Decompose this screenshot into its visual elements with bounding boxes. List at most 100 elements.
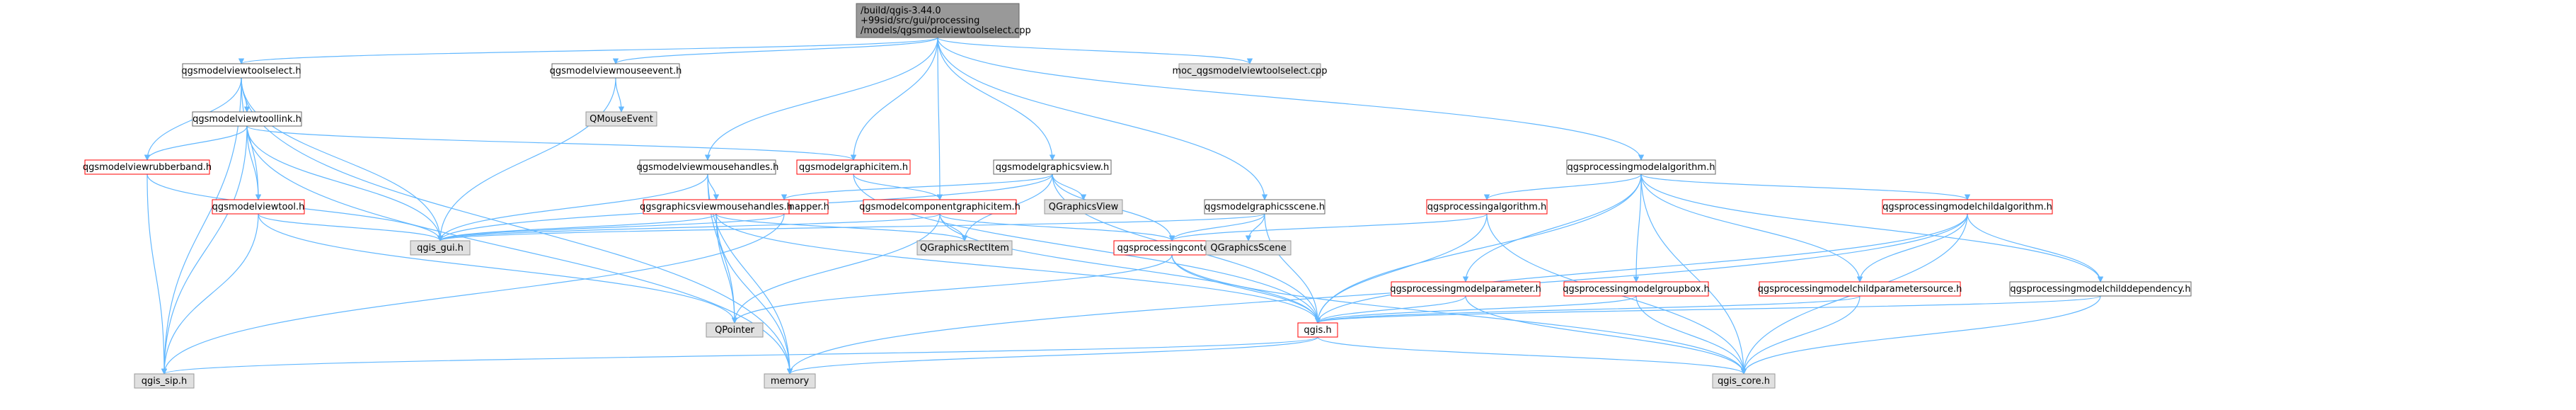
node-label: /models/qgsmodelviewtoolselect.cpp (861, 25, 1031, 36)
node-label: qgsprocessingmodelchilddependency.h (2010, 284, 2190, 295)
edge-mousehandles_h-to-qgis_gui_h (437, 173, 708, 241)
node-label: qgsmodelviewtoolselect.h (181, 66, 301, 76)
node-box (1391, 281, 1541, 297)
node-qgis_gui_h: qgis_gui.h (410, 240, 471, 256)
node-label: QPointer (715, 325, 755, 336)
edge-childalgorithm_h-to-paramsource_h (1856, 213, 1968, 283)
node-box (993, 159, 1112, 175)
node-modelparam_h[interactable]: qgsprocessingmodelparameter.h (1390, 281, 1541, 297)
node-label: qgsmodelgraphicsscene.h (1204, 202, 1325, 212)
node-label: memory (771, 376, 810, 387)
node-qgis_h[interactable]: qgis.h (1297, 322, 1338, 338)
edge-componentitem_h-to-qgis_gui_h (437, 213, 941, 241)
node-box (2009, 281, 2192, 297)
node-graphicitem_h[interactable]: qgsmodelgraphicitem.h (796, 159, 911, 175)
edge-componentitem_h-to-qgis_h (939, 213, 1321, 324)
node-box (706, 322, 764, 338)
edge-graphicsview_h-to-qgraphicsview (1052, 173, 1087, 200)
node-box (796, 159, 911, 175)
edge-componentitem_h-to-context_h (939, 213, 1175, 241)
edge-toolselect_h-to-qgis_sip_h (161, 77, 242, 375)
node-toollink_h[interactable]: qgsmodelviewtoollink.h (192, 111, 302, 127)
edge-toolselect_h-to-viewtool_h (241, 77, 262, 200)
node-qmouseevent: QMouseEvent (585, 111, 657, 127)
node-label: qgsprocessingmodelparameter.h (1390, 284, 1541, 295)
edge-qgis_h-to-qgis_core_h (1317, 336, 1747, 375)
edge-paramsource_h-to-qgis_core_h (1740, 295, 1861, 375)
node-moc_cpp: moc_qgsmodelviewtoolselect.cpp (1173, 63, 1328, 79)
edge-graphicsview_h-to-snapper_h (781, 173, 1053, 200)
node-box (84, 159, 210, 175)
edge-componentitem_h-to-qpointer (731, 213, 941, 324)
node-context_h[interactable]: qgsprocessingcontext.h (1113, 240, 1231, 256)
edge-context_h-to-qgis_h (1171, 254, 1321, 324)
node-label: qgsmodelgraphicitem.h (799, 162, 908, 173)
node-box (1882, 199, 2053, 215)
edge-graphicsscene_h-to-qgraphicsscene (1245, 213, 1265, 241)
node-paramsource_h[interactable]: qgsprocessingmodelchildparametersource.h (1758, 281, 1962, 297)
node-label: qgis_core.h (1718, 376, 1770, 387)
node-procalgorithm_h[interactable]: qgsprocessingalgorithm.h (1426, 199, 1548, 215)
node-label: QMouseEvent (590, 114, 653, 125)
edge-viewtool_h-to-qgis_sip_h (161, 213, 259, 375)
node-label: moc_qgsmodelviewtoolselect.cpp (1173, 66, 1328, 76)
node-box (643, 199, 790, 215)
edge-qgis_h-to-memory (787, 336, 1318, 375)
edge-modelparam_h-to-qgis_core_h (1465, 295, 1747, 375)
edge-graphicsscene_h-to-qgis_h (1264, 213, 1321, 324)
edge-root-to-mousehandles_h (704, 37, 938, 161)
node-layer: /build/qgis-3.44.0+99sid/src/gui/process… (83, 3, 2192, 389)
edge-algorithm_h-to-childalgorithm_h (1640, 173, 1971, 200)
node-box (1426, 199, 1548, 215)
edge-root-to-graphicsscene_h (937, 37, 1268, 200)
node-groupbox_h[interactable]: qgsprocessingmodelgroupbox.h (1563, 281, 1710, 297)
node-mouseevent_h[interactable]: qgsmodelviewmouseevent.h (550, 63, 682, 79)
edge-root-to-moc_cpp (937, 37, 1253, 64)
node-toolselect_h[interactable]: qgsmodelviewtoolselect.h (181, 63, 301, 79)
edge-viewtool_h-to-qgis_gui_h (258, 213, 444, 241)
node-graphicsview_h[interactable]: qgsmodelgraphicsview.h (993, 159, 1112, 175)
edge-toollink_h-to-qgis_gui_h (246, 125, 444, 241)
edge-context_h-to-qpointer (731, 254, 1173, 324)
edge-algorithm_h-to-procalgorithm_h (1483, 173, 1642, 200)
edge-algorithm_h-to-groupbox_h (1633, 173, 1642, 283)
edge-procalgorithm_h-to-context_h (1168, 213, 1488, 241)
node-componentitem_h[interactable]: qgsmodelcomponentgraphicitem.h (859, 199, 1020, 215)
edge-mouseevent_h-to-qmouseevent (615, 77, 625, 113)
node-graphicsscene_h[interactable]: qgsmodelgraphicsscene.h (1204, 199, 1326, 215)
edge-gvmousehandles_h-to-memory (715, 213, 793, 375)
edge-qgis_h-to-qgis_sip_h (161, 336, 1318, 375)
node-box (410, 240, 471, 256)
edge-root-to-graphicsview_h (937, 37, 1056, 161)
node-box (1563, 281, 1709, 297)
node-dependency_h[interactable]: qgsprocessingmodelchilddependency.h (2009, 281, 2192, 297)
node-qgraphicsrectitem: QGraphicsRectItem (916, 240, 1013, 256)
edge-root-to-algorithm_h (937, 37, 1645, 161)
edge-algorithm_h-to-qgis_core_h (1640, 173, 1747, 375)
node-label: qgis.h (1304, 325, 1331, 336)
node-label: qgsprocessingcontext.h (1117, 243, 1227, 254)
node-rubberband_h[interactable]: qgsmodelviewrubberband.h (83, 159, 212, 175)
node-box (856, 3, 1020, 38)
node-label: qgsprocessingalgorithm.h (1427, 202, 1546, 212)
edge-snapper_h-to-qgis_sip_h (161, 213, 785, 375)
edge-root-to-graphicitem_h (850, 37, 938, 161)
node-mousehandles_h[interactable]: qgsmodelviewmousehandles.h (637, 159, 779, 175)
node-algorithm_h[interactable]: qgsprocessingmodelalgorithm.h (1566, 159, 1716, 175)
node-label: qgis_sip.h (142, 376, 187, 387)
edge-root-to-componentitem_h (936, 37, 943, 200)
edge-algorithm_h-to-paramsource_h (1640, 173, 1863, 283)
node-root[interactable]: /build/qgis-3.44.0+99sid/src/gui/process… (856, 3, 1031, 38)
node-box (916, 240, 1013, 256)
node-childalgorithm_h[interactable]: qgsprocessingmodelchildalgorithm.h (1882, 199, 2053, 215)
node-label: qgsmodelcomponentgraphicitem.h (859, 202, 1020, 212)
edge-toollink_h-to-viewtool_h (246, 125, 262, 200)
edge-graphicsscene_h-to-qgis_gui_h (437, 213, 1265, 241)
node-label: qgsmodelviewrubberband.h (83, 162, 212, 173)
node-viewtool_h[interactable]: qgsmodelviewtool.h (212, 199, 305, 215)
node-gvmousehandles_h[interactable]: qgsgraphicsviewmousehandles.h (640, 199, 793, 215)
edge-toolselect_h-to-memory (241, 77, 793, 375)
node-box (863, 199, 1017, 215)
node-label: qgsmodelviewmousehandles.h (637, 162, 779, 173)
